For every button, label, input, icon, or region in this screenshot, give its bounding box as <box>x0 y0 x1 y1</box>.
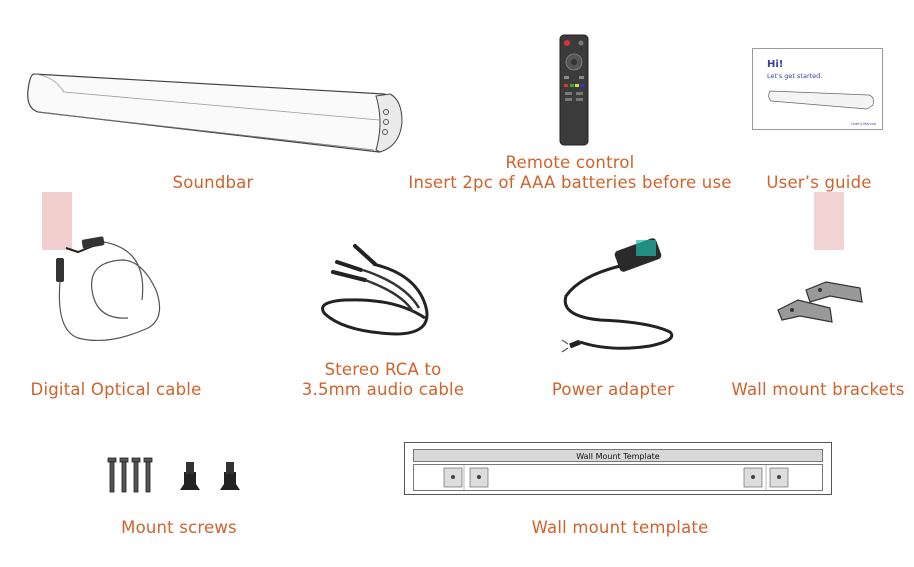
template-title: Wall Mount Template <box>413 449 823 462</box>
remote-image <box>559 34 589 146</box>
optical-cable-label: Digital Optical cable <box>30 380 202 399</box>
power-adapter-label: Power adapter <box>551 380 675 399</box>
template-band <box>413 464 823 491</box>
mount-screws-label: Mount screws <box>121 518 237 537</box>
rca-label-line2: 3.5mm audio cable <box>301 380 465 399</box>
soundbar-label: Soundbar <box>172 173 254 192</box>
guide-hi: Hi! <box>767 59 784 70</box>
remote-label-line1: Remote control <box>505 153 635 172</box>
rca-cable-label: Stereo RCA to 3.5mm audio cable <box>288 360 478 400</box>
soundbar-image <box>24 66 414 161</box>
power-adapter-image <box>560 236 680 356</box>
guide-footer: User's Manual <box>851 122 876 126</box>
user-guide-label: User’s guide <box>766 173 872 192</box>
guide-subtitle: Let's get started. <box>767 72 823 80</box>
remote-label: Remote control Insert 2pc of AAA batteri… <box>400 153 740 193</box>
optical-cable-image <box>38 190 168 360</box>
rca-label-line1: Stereo RCA to <box>324 360 442 379</box>
user-guide-image: Hi! Let's get started. User's Manual <box>752 48 883 130</box>
wall-brackets-label: Wall mount brackets <box>731 380 905 399</box>
remote-label-line2: Insert 2pc of AAA batteries before use <box>408 173 732 192</box>
wall-template-label: Wall mount template <box>531 518 709 537</box>
rca-cable-image <box>315 234 455 344</box>
wall-template-image: Wall Mount Template <box>404 442 832 495</box>
mount-screws-image <box>104 456 250 496</box>
wall-brackets-image <box>770 190 870 330</box>
